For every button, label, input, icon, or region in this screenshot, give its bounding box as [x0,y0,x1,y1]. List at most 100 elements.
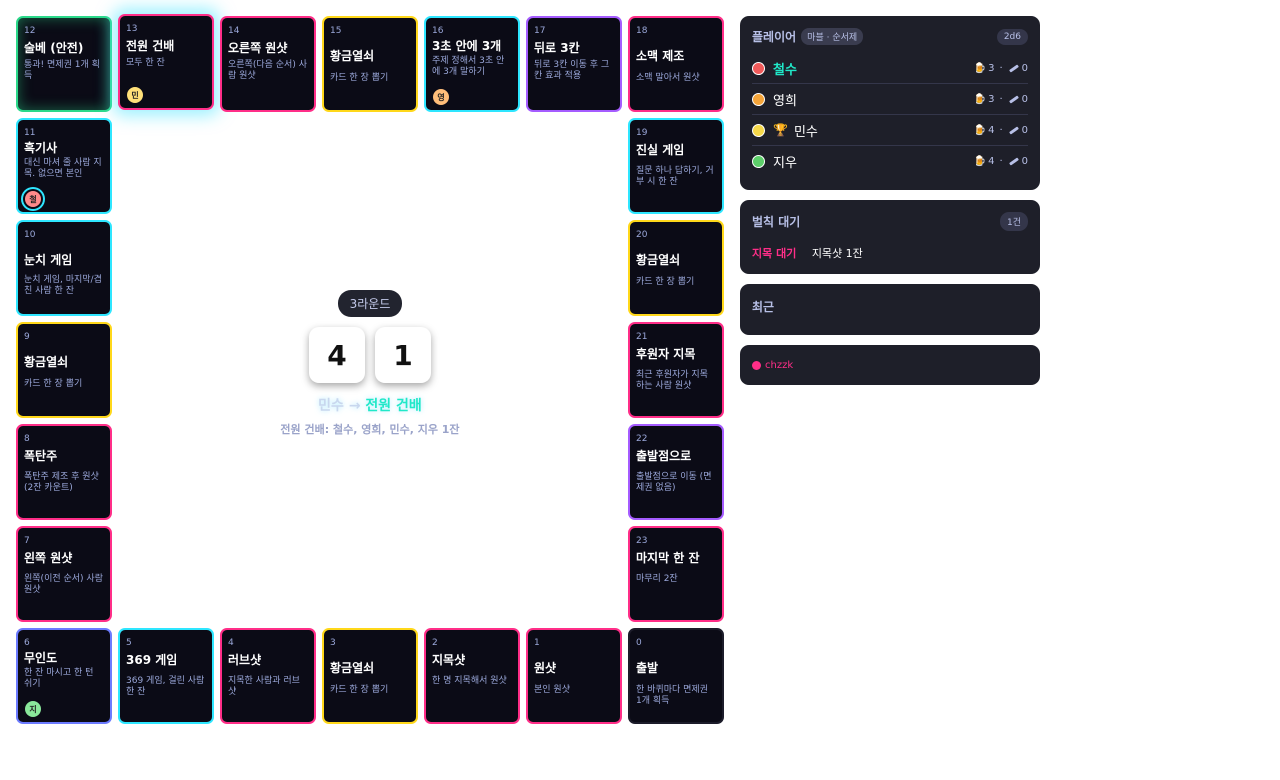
penalty-item[interactable]: 지목 대기 지목샷 1잔 [752,245,1028,261]
player-color-dot [752,123,765,137]
board-tile-21[interactable]: 21 후원자 지목 최근 후원자가 지목하는 사람 원샷 [628,322,724,418]
mode-badge: 마블 · 순서제 [801,28,864,45]
tile-title: 황금열쇠 [24,355,69,369]
tile-number: 4 [228,638,234,648]
tile-title: 마지막 한 잔 [636,551,700,565]
tile-number: 5 [126,638,132,648]
tile-desc: 오른쪽(다음 순서) 사람 원샷 [228,60,307,81]
player-token-cheolsu: 철 [25,191,41,207]
board-tile-11[interactable]: 11 흑기사 대신 마셔 줄 사람 지목. 없으면 본인 철 [16,118,112,214]
board-tile-17[interactable]: 17 뒤로 3칸 뒤로 3칸 이동 후 그 칸 효과 적용 [526,16,622,112]
tile-title: 황금열쇠 [330,49,375,63]
tile-number: 0 [636,638,642,648]
tile-number: 11 [24,128,36,138]
board-tile-6[interactable]: 6 무인도 한 잔 마시고 한 턴 쉬기 지 [16,628,112,724]
board-tile-7[interactable]: 7 왼쪽 원샷 왼쪽(이전 순서) 사람 원샷 [16,526,112,622]
tile-number: 9 [24,332,30,342]
stat-separator: · [999,62,1003,74]
board-tile-0[interactable]: 0 출발 한 바퀴마다 면제권 1개 획득 [628,628,724,724]
pen-icon [1008,63,1019,73]
tile-desc: 뒤로 3칸 이동 후 그 칸 효과 적용 [534,60,610,81]
board-tile-5[interactable]: 5 369 게임 369 게임, 걸린 사람 한 잔 [118,628,214,724]
board-tile-23[interactable]: 23 마지막 한 잔 마무리 2잔 [628,526,724,622]
player-row-younghee[interactable]: 영희 🍺 3 · 0 [752,84,1028,115]
board-tile-2[interactable]: 2 지목샷 한 명 지목해서 원샷 [424,628,520,724]
beer-icon: 🍺 [973,62,987,74]
board-tile-10[interactable]: 10 눈치 게임 눈치 게임, 마지막/겹친 사람 한 잔 [16,220,112,316]
board-tile-12[interactable]: 12 술베 (안전) 통과! 면제권 1개 획득 [16,16,112,112]
tile-number: 21 [636,332,648,342]
stat-separator: · [999,156,1003,167]
pen-count: 0 [1021,124,1028,136]
tile-title: 왼쪽 원샷 [24,551,73,565]
channel-link[interactable]: chzzk [752,360,793,371]
board-tile-20[interactable]: 20 황금열쇠 카드 한 장 뽑기 [628,220,724,316]
tile-number: 22 [636,434,648,444]
tile-title: 원샷 [534,661,557,675]
tile-title: 눈치 게임 [24,253,73,267]
move-target: 전원 건배 [365,398,422,414]
board-tile-1[interactable]: 1 원샷 본인 원샷 [526,628,622,724]
die-1[interactable]: 4 [309,327,365,383]
tile-number: 7 [24,536,30,546]
player-row-jiwoo[interactable]: 지우 🍺 4 · 0 [752,146,1028,177]
beer-count: 4 [988,124,995,136]
tile-title: 진실 게임 [636,143,685,157]
move-player: 민수 [318,398,344,414]
tile-desc: 통과! 면제권 1개 획득 [24,60,100,81]
player-token-jiwoo: 지 [25,701,41,717]
stat-separator: · [999,124,1003,136]
board-tile-13[interactable]: 13 전원 건배 모두 한 잔 민 [118,14,214,110]
tile-desc: 카드 한 장 뽑기 [24,379,83,389]
stat-separator: · [999,93,1003,105]
board-tile-16[interactable]: 16 3초 안에 3개 주제 정해서 3초 안에 3개 말하기 영 [424,16,520,112]
player-row-cheolsu[interactable]: 철수 🍺 3 · 0 [752,53,1028,84]
tile-number: 19 [636,128,648,138]
beer-icon: 🍺 [973,156,987,167]
panel-title: 플레이어 [752,30,797,44]
board-tile-22[interactable]: 22 출발점으로 출발점으로 이동 (면제권 없음) [628,424,724,520]
board-tile-9[interactable]: 9 황금열쇠 카드 한 장 뽑기 [16,322,112,418]
tile-desc: 카드 한 장 뽑기 [330,685,389,695]
player-token-younghee: 영 [433,89,449,105]
pen-count: 0 [1021,93,1028,105]
tile-number: 20 [636,230,648,240]
board-tile-15[interactable]: 15 황금열쇠 카드 한 장 뽑기 [322,16,418,112]
tile-number: 1 [534,638,540,648]
tile-title: 오른쪽 원샷 [228,41,288,55]
tile-title: 술베 (안전) [24,41,84,55]
board-tile-19[interactable]: 19 진실 게임 질문 하나 답하기, 거부 시 한 잔 [628,118,724,214]
tile-desc: 카드 한 장 뽑기 [636,277,695,287]
dice-area[interactable]: 4 1 [220,327,520,383]
tile-title: 소맥 제조 [636,49,685,63]
beer-count: 3 [988,62,995,74]
pen-count: 0 [1021,156,1028,167]
tile-title: 뒤로 3칸 [534,41,580,55]
penalty-text: 지목샷 1잔 [811,247,863,260]
tile-desc: 주제 정해서 3초 안에 3개 말하기 [432,56,505,77]
tile-desc: 지목한 사람과 러브샷 [228,676,300,697]
pen-icon [1008,125,1019,135]
player-list: 철수 🍺 3 · 0 영희 🍺 3 · 0 🏆 민수 [752,53,1028,177]
board-tile-4[interactable]: 4 러브샷 지목한 사람과 러브샷 [220,628,316,724]
panel-title: 벌칙 대기 [752,215,801,229]
tile-title: 369 게임 [126,653,178,667]
beer-count: 4 [988,156,995,167]
player-stats: 🍺 4 · 0 [974,125,1028,136]
tile-title: 후원자 지목 [636,347,696,361]
tile-title: 황금열쇠 [330,661,375,675]
player-name: 철수 [773,62,797,78]
player-row-minsu[interactable]: 🏆 민수 🍺 4 · 0 [752,115,1028,146]
player-stats: 🍺 4 · 0 [974,156,1028,167]
die-2[interactable]: 1 [375,327,431,383]
penalty-panel-header: 벌칙 대기 1건 [752,212,1028,231]
tile-desc: 왼쪽(이전 순서) 사람 원샷 [24,574,103,595]
board-tile-3[interactable]: 3 황금열쇠 카드 한 장 뽑기 [322,628,418,724]
board-tile-8[interactable]: 8 폭탄주 폭탄주 제조 후 원샷 (2잔 카운트) [16,424,112,520]
board-tile-14[interactable]: 14 오른쪽 원샷 오른쪽(다음 순서) 사람 원샷 [220,16,316,112]
board-tile-18[interactable]: 18 소맥 제조 소맥 말아서 원샷 [628,16,724,112]
tile-title: 출발 [636,661,659,675]
dice-mode-badge: 2d6 [996,28,1028,45]
tile-title: 무인도 [24,651,58,665]
panel-title: 최근 [752,300,775,314]
